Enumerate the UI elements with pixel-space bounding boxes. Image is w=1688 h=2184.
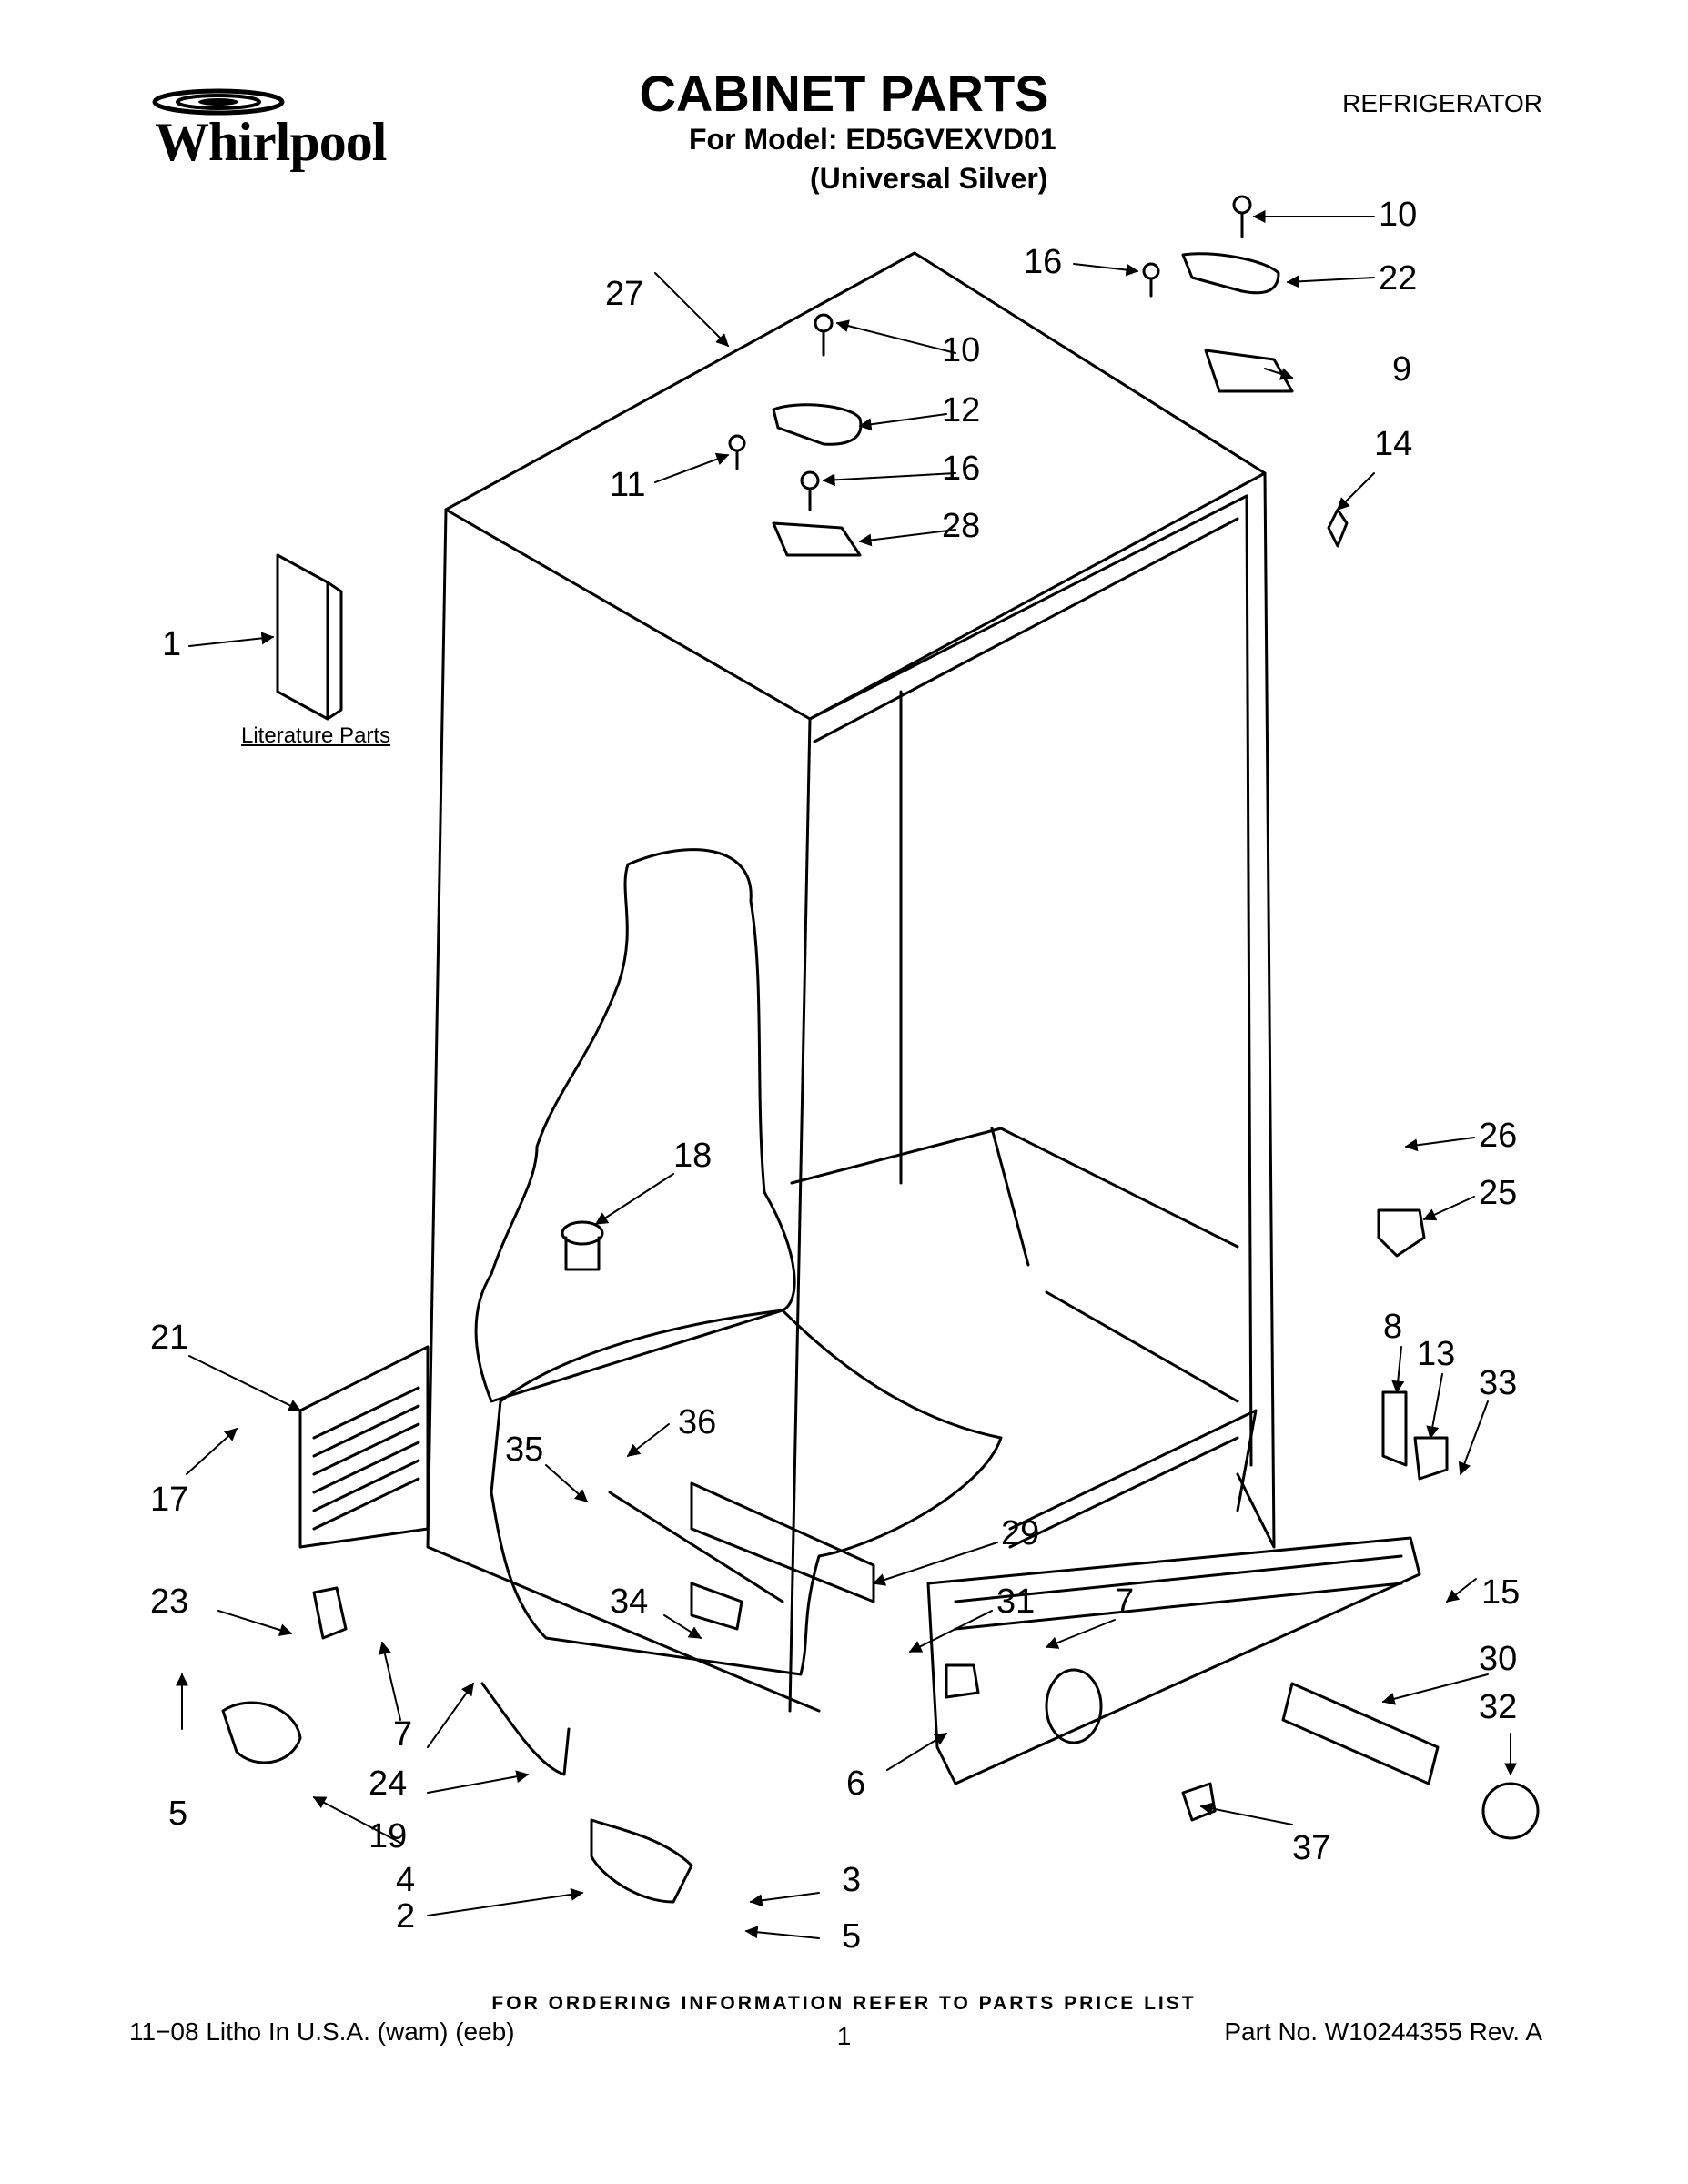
- callout-7: 7: [1115, 1582, 1134, 1621]
- model-line: For Model: ED5GVEXVD01: [689, 123, 1056, 156]
- parts-cluster: [221, 1208, 1540, 1904]
- cabinet-body: [426, 251, 1276, 1713]
- callout-5: 5: [842, 1917, 861, 1956]
- callout-31: 31: [996, 1582, 1035, 1621]
- whirlpool-logo: Whirlpool: [136, 88, 391, 200]
- callout-22: 22: [1379, 259, 1417, 298]
- top-left-hinge-icon: [728, 313, 863, 557]
- callout-37: 37: [1292, 1829, 1330, 1867]
- ordering-note: FOR ORDERING INFORMATION REFER TO PARTS …: [491, 1993, 1197, 2014]
- callout-28: 28: [942, 507, 980, 545]
- callout-27: 27: [605, 275, 643, 313]
- callout-8: 8: [1383, 1308, 1402, 1346]
- callout-1: 1: [162, 625, 181, 663]
- category-label: REFRIGERATOR: [1342, 89, 1542, 117]
- callout-21: 21: [150, 1319, 188, 1357]
- callout-3: 3: [842, 1861, 861, 1899]
- callout-17: 17: [150, 1481, 188, 1519]
- callout-2: 2: [396, 1897, 415, 1936]
- callout-13: 13: [1417, 1335, 1455, 1373]
- color-line: (Universal Silver): [810, 162, 1048, 195]
- callout-12: 12: [942, 391, 980, 430]
- callouts: 10 16 22 27 10 9 12 14 11 16 28 1 18 26 …: [150, 196, 1520, 1956]
- callout-29: 29: [1001, 1514, 1039, 1552]
- callout-36: 36: [678, 1403, 716, 1441]
- page-number: 1: [836, 2022, 852, 2050]
- callout-24: 24: [369, 1764, 407, 1803]
- callout-30: 30: [1479, 1640, 1517, 1678]
- callout-19: 19: [369, 1817, 407, 1855]
- callout-6: 6: [846, 1764, 865, 1803]
- callout-7: 7: [393, 1715, 412, 1754]
- print-info: 11−08 Litho In U.S.A. (wam) (eeb): [129, 2017, 515, 2046]
- callout-35: 35: [505, 1431, 543, 1469]
- callout-10: 10: [942, 331, 980, 369]
- callout-23: 23: [150, 1582, 188, 1621]
- callout-4: 4: [396, 1861, 415, 1899]
- callout-34: 34: [610, 1582, 648, 1621]
- part-number: Part No. W10244355 Rev. A: [1224, 2017, 1542, 2046]
- rear-grille: [298, 1345, 430, 1549]
- callout-33: 33: [1479, 1364, 1517, 1402]
- leader-lines: [176, 210, 1517, 1939]
- callout-26: 26: [1479, 1117, 1517, 1155]
- callout-11: 11: [610, 466, 645, 504]
- callout-5: 5: [168, 1795, 187, 1833]
- callout-14: 14: [1374, 425, 1412, 463]
- callout-16: 16: [942, 450, 980, 488]
- callout-32: 32: [1479, 1688, 1517, 1726]
- callout-16: 16: [1024, 243, 1062, 281]
- callout-9: 9: [1392, 350, 1411, 389]
- literature-parts-label: Literature Parts: [241, 723, 391, 748]
- cutaway-freezer: [474, 848, 796, 1403]
- cutaway-floor: [490, 1309, 1003, 1676]
- callout-25: 25: [1479, 1174, 1517, 1212]
- callout-18: 18: [673, 1137, 712, 1175]
- top-right-hinge-icon: [1142, 195, 1349, 548]
- literature-booklet-icon: [276, 553, 343, 721]
- logo-swirl-icon: [152, 88, 285, 116]
- callout-15: 15: [1481, 1573, 1520, 1612]
- callout-10: 10: [1379, 196, 1417, 234]
- logo-wordmark: Whirlpool: [155, 112, 387, 172]
- page-title: CABINET PARTS: [639, 65, 1049, 122]
